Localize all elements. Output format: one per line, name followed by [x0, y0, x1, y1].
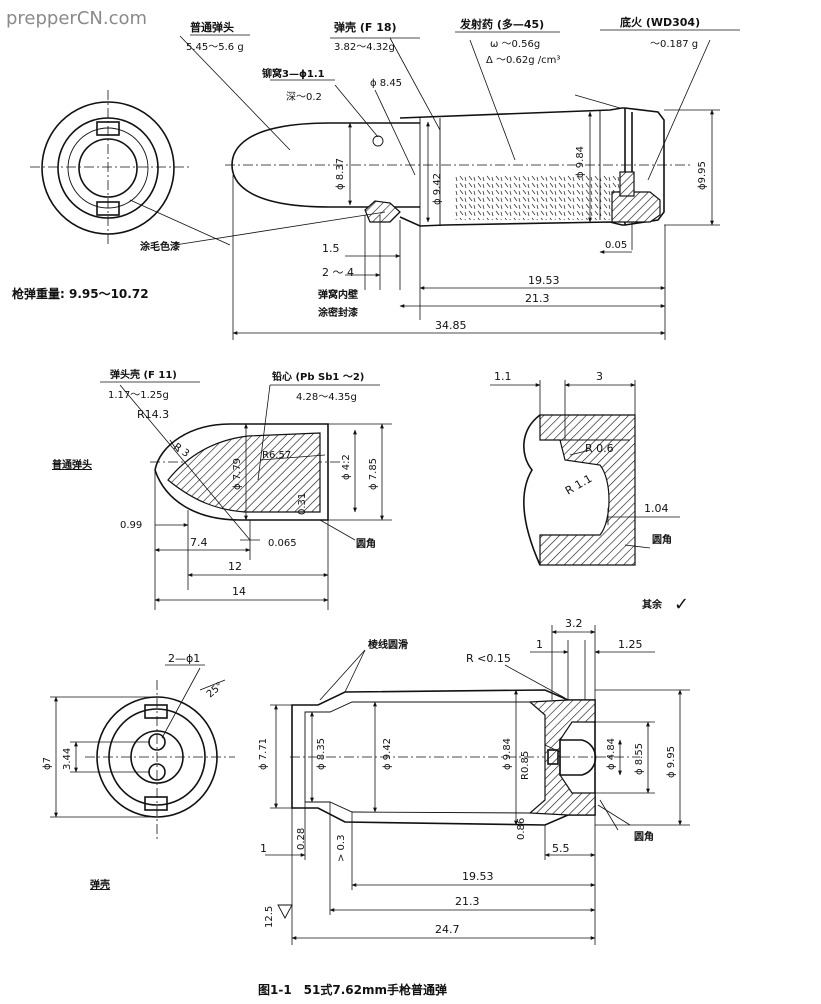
- dim-21-3-case: 21.3: [455, 895, 480, 908]
- phi-42: ϕ 4.2: [341, 454, 352, 480]
- dim-19-53-case: 19.53: [462, 870, 494, 883]
- cartridge-mass: 枪弹重量: 9.95～10.72: [12, 286, 149, 301]
- phi-785: ϕ 7.85: [368, 458, 379, 490]
- phi-984-case: ϕ 9.84: [502, 738, 513, 770]
- dim-12: 12: [228, 560, 242, 573]
- rest-label: 其余: [642, 598, 663, 611]
- propellant-delta: Δ ～0.62g /cm³: [486, 55, 560, 66]
- cartridge-end-view: [30, 90, 190, 245]
- dim-1-25: 1.25: [618, 638, 643, 651]
- case-section-labels: 3.2 1 1.25 棱线圆滑 R <0.15 ϕ 7.71 ϕ 8.35 ϕ …: [90, 617, 677, 936]
- phi-855: ϕ 8.55: [634, 743, 645, 775]
- dim-24-7: 24.7: [435, 923, 460, 936]
- dim-1-04: 1.04: [644, 502, 669, 515]
- phi-845: ϕ 8.45: [370, 78, 402, 89]
- phi-984: ϕ 9.84: [575, 146, 586, 178]
- figure-caption: 图1-1 51式7.62mm手枪普通弹: [258, 982, 447, 997]
- phi-995-case: ϕ 9.95: [666, 746, 677, 778]
- dim-34-85: 34.85: [435, 319, 467, 332]
- seal-label-1: 弹窝内壁: [318, 288, 358, 301]
- case-base-view: [50, 664, 235, 840]
- case-base-labels: 2—ϕ1 25° ϕ7 3.44: [42, 652, 226, 770]
- dim-7-4: 7.4: [190, 536, 208, 549]
- primer-pocket-labels: 1.1 3 R 0.6 R 1.1 1.04 圆角 其余 ✓: [494, 370, 689, 615]
- crimp-depth: 深～0.2: [286, 91, 322, 103]
- jacket-label: 弹头壳 (F 11): [110, 368, 177, 381]
- bullet-section-view: [100, 381, 392, 610]
- roughness-check-icon: ✓: [674, 594, 689, 615]
- dim-5-5: 5.5: [552, 842, 570, 855]
- phi-995: ϕ9.95: [697, 161, 708, 190]
- dim-1: 1: [536, 638, 543, 651]
- jacket-mass: 1.17～1.25g: [108, 390, 169, 401]
- thick-0-86: 0.86: [516, 818, 527, 840]
- dim-1-1: 1.1: [494, 370, 512, 383]
- crimp-label: 铆窝3—ϕ1.1: [262, 67, 325, 80]
- round-corner-bullet: 圆角: [356, 537, 376, 550]
- angle-label: 25°: [205, 680, 226, 700]
- thick-0-28: 0.28: [296, 828, 307, 850]
- watermark-text: prepperCN.com: [6, 8, 147, 29]
- dim-1-left: 1: [260, 842, 267, 855]
- seal-label-2: 涂密封漆: [318, 306, 358, 319]
- roughness-12-5: 12.5: [264, 906, 275, 928]
- case-section-view: [265, 625, 690, 945]
- primer-mass: ～0.187 g: [650, 39, 698, 50]
- dim-21-3-top: 21.3: [525, 292, 550, 305]
- smooth-label: 棱线圆滑: [368, 638, 408, 651]
- phi-837: ϕ 8.37: [335, 158, 346, 190]
- round-corner-case: 圆角: [634, 830, 654, 843]
- dim-19-53-top: 19.53: [528, 274, 560, 287]
- paint-label: 涂毛色漆: [140, 240, 180, 253]
- phi-942-case: ϕ 9.42: [382, 738, 393, 770]
- case-title: 弹壳: [90, 878, 110, 891]
- cartridge-side-view: [129, 29, 740, 340]
- radius-0-6: R 0.6: [585, 442, 614, 455]
- propellant-omega: ω ～0.56g: [490, 39, 540, 50]
- phi-7: ϕ7: [42, 757, 53, 770]
- dim-14: 14: [232, 585, 246, 598]
- primer-pocket-detail: [490, 380, 680, 566]
- dim-0-99: 0.99: [120, 520, 142, 531]
- holes-label: 2—ϕ1: [168, 652, 200, 665]
- radius-0-15: R <0.15: [466, 652, 511, 665]
- thick-0-31: 0.31: [297, 493, 308, 515]
- bullet-label: 普通弹头: [190, 20, 234, 34]
- cartridge-labels: 普通弹头 5.45～5.6 g 弹壳 (F 18) 3.82～4.32g 发射药…: [12, 15, 708, 332]
- dim-1-5: 1.5: [322, 242, 340, 255]
- dim-0-065: 0.065: [268, 538, 297, 549]
- phi-942: ϕ 9.42: [432, 173, 443, 205]
- round-corner-detail: 圆角: [652, 533, 672, 546]
- dim-2-4: 2 ～ 4: [322, 266, 354, 279]
- core-label: 铅心 (Pb Sb1 ～2): [272, 370, 364, 383]
- radius-1-1: R 1.1: [563, 472, 594, 498]
- bullet-labels: 弹头壳 (F 11) 1.17～1.25g 铅心 (Pb Sb1 ～2) 4.2…: [52, 368, 379, 598]
- bullet-title: 普通弹头: [52, 458, 92, 471]
- phi-835: ϕ 8.35: [316, 738, 327, 770]
- phi-771: ϕ 7.71: [258, 738, 269, 770]
- primer-label: 底火 (WD304): [620, 15, 700, 29]
- thick-0-3: > 0.3: [336, 835, 347, 862]
- dim-3-2: 3.2: [565, 617, 583, 630]
- dim-3-44: 3.44: [62, 748, 73, 770]
- radius-0-85: R0.85: [520, 751, 531, 780]
- radius-3: R 3: [171, 441, 191, 459]
- phi-484: ϕ 4.84: [606, 738, 617, 770]
- case-mass: 3.82～4.32g: [334, 42, 395, 53]
- radius-14-3: R14.3: [137, 408, 169, 421]
- case-label: 弹壳 (F 18): [334, 20, 397, 34]
- bullet-mass: 5.45～5.6 g: [186, 42, 244, 53]
- core-mass: 4.28～4.35g: [296, 392, 357, 403]
- propellant-label: 发射药 (多—45): [459, 17, 544, 31]
- radius-6-57: R6.57: [262, 450, 291, 461]
- dim-0-05: 0.05: [605, 240, 627, 251]
- phi-779: ϕ 7.79: [232, 458, 243, 490]
- dim-3: 3: [596, 370, 603, 383]
